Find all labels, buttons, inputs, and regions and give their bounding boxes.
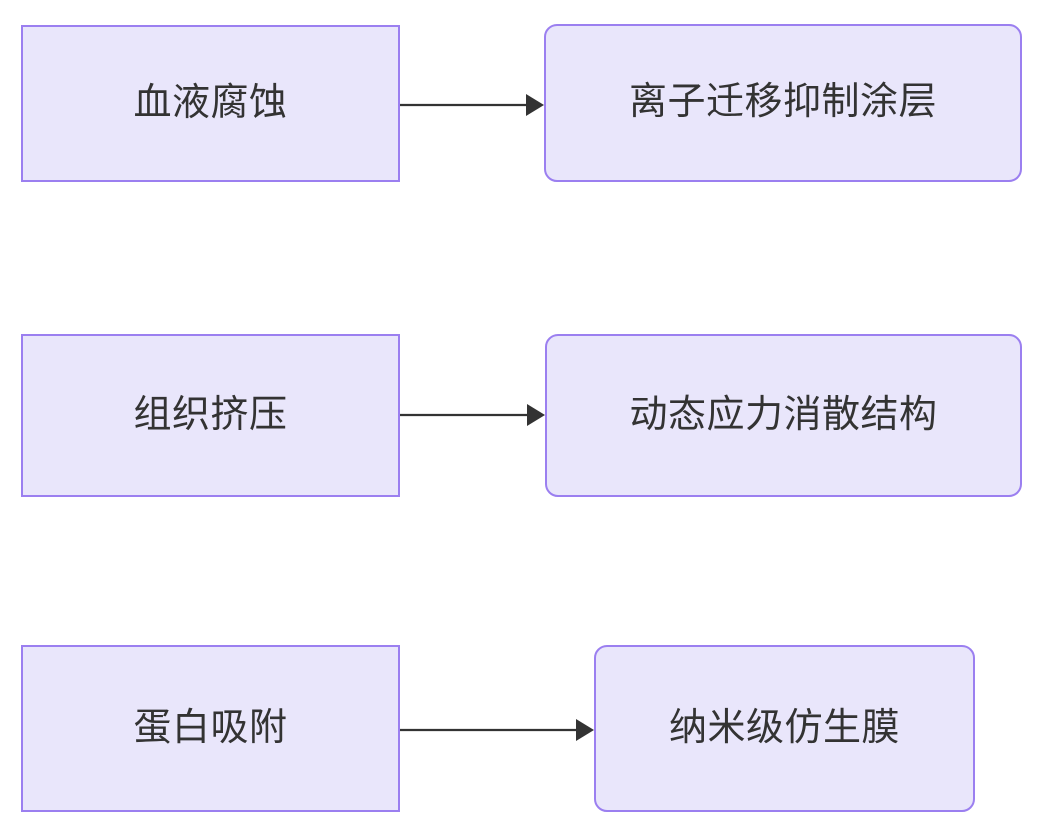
node-source-blood-corrosion[interactable]: 血液腐蚀 <box>21 25 400 182</box>
node-label: 血液腐蚀 <box>133 81 288 124</box>
node-label: 组织挤压 <box>133 393 288 436</box>
node-source-protein-adsorption[interactable]: 蛋白吸附 <box>21 645 400 812</box>
node-target-nano-biomimetic-membrane[interactable]: 纳米级仿生膜 <box>594 645 975 812</box>
node-label: 动态应力消散结构 <box>629 393 938 436</box>
node-target-dynamic-stress-structure[interactable]: 动态应力消散结构 <box>545 334 1022 497</box>
node-source-tissue-compression[interactable]: 组织挤压 <box>21 334 400 497</box>
edge-row-2 <box>400 404 545 426</box>
edge-row-3 <box>400 719 594 741</box>
edge-row-1 <box>400 94 544 116</box>
node-label: 离子迁移抑制涂层 <box>628 81 937 124</box>
node-target-ion-migration-coating[interactable]: 离子迁移抑制涂层 <box>544 24 1022 182</box>
node-label: 蛋白吸附 <box>133 706 288 749</box>
node-label: 纳米级仿生膜 <box>668 706 900 749</box>
